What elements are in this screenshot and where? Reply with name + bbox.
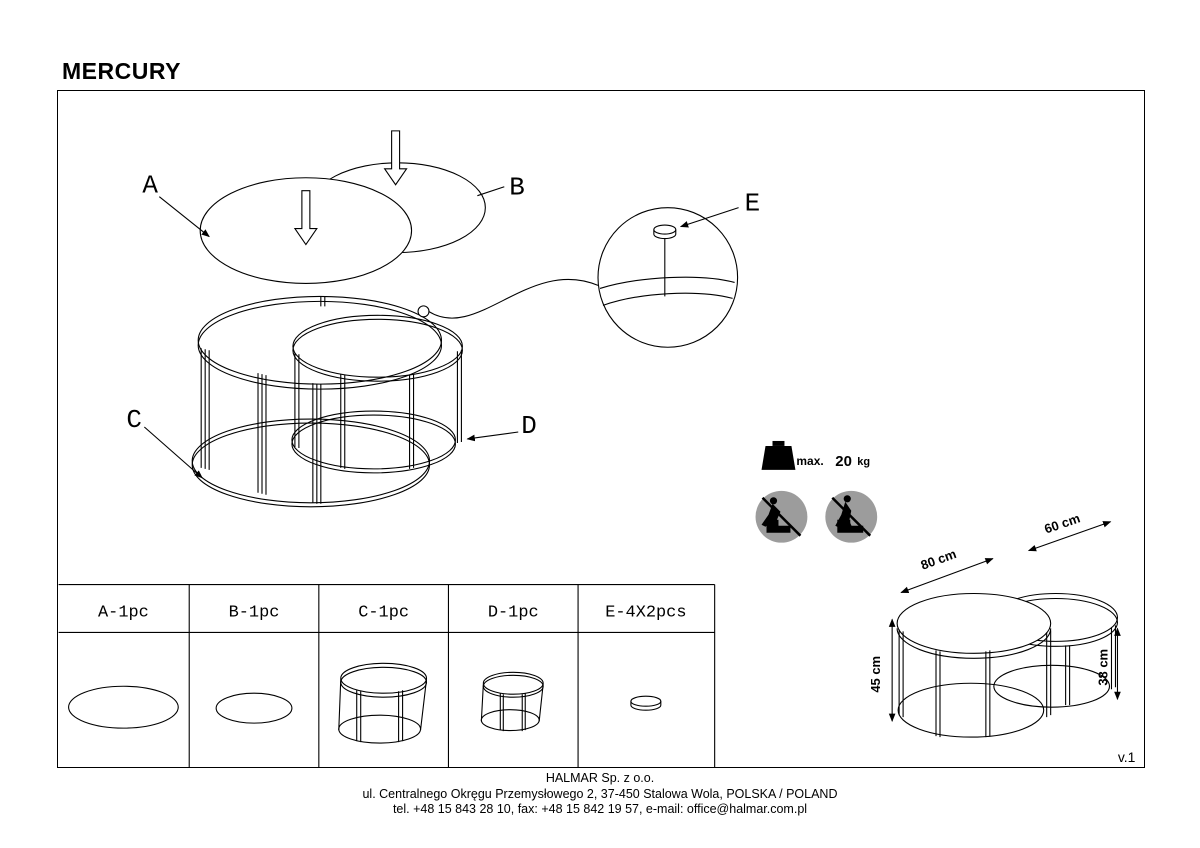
- label-part-a: A: [142, 171, 158, 201]
- part-d-thumbnail: [480, 671, 544, 732]
- detail-connector-line: [428, 278, 599, 319]
- dim-38cm-label: 38 cm: [1096, 649, 1111, 686]
- version-label: v.1: [1118, 749, 1136, 765]
- footer-company: HALMAR Sp. z o.o.: [545, 771, 655, 785]
- part-b-thumbnail: [215, 692, 293, 724]
- label-part-d: D: [521, 411, 537, 441]
- label-part-c: C: [126, 405, 142, 435]
- parts-col-e-header: E-4X2pcs: [605, 603, 686, 622]
- max-weight-value: 20: [835, 453, 852, 470]
- leader-line-a: [158, 196, 210, 238]
- down-arrow-b-icon: [383, 130, 408, 186]
- page-title: MERCURY: [62, 58, 181, 84]
- max-weight-icon: [761, 440, 796, 470]
- frame-assembly-drawing: [191, 295, 463, 508]
- footer: HALMAR Sp. z o.o. ul. Centralnego Okręgu…: [0, 771, 1200, 818]
- dim-45cm-label: 45 cm: [868, 656, 883, 693]
- arrow-60cm: [1027, 521, 1112, 552]
- footer-contact: tel. +48 15 843 28 10, fax: +48 15 842 1…: [392, 802, 808, 816]
- assembly-diagram: A B E C D max. 20 kg 80 cm 60 cm 45 cm 3…: [58, 130, 1136, 767]
- dim-60cm-label: 60 cm: [1042, 510, 1082, 536]
- parts-col-d-header: D-1pc: [488, 603, 539, 622]
- dim-80cm-label: 80 cm: [919, 546, 959, 573]
- no-climbing-icon: [825, 490, 878, 543]
- fastener-boss: [417, 305, 430, 318]
- max-weight-unit: kg: [857, 456, 870, 468]
- leader-line-d: [466, 431, 519, 442]
- arrow-80cm: [900, 558, 994, 594]
- down-arrow-a-icon: [293, 190, 318, 246]
- part-a-thumbnail: [68, 685, 179, 729]
- parts-col-b-header: B-1pc: [229, 603, 280, 622]
- parts-col-c-header: C-1pc: [358, 603, 409, 622]
- detail-circle: [597, 207, 739, 348]
- parts-col-a-header: A-1pc: [98, 603, 149, 622]
- footer-address: ul. Centralnego Okręgu Przemysłowego 2, …: [362, 786, 838, 801]
- parts-table-grid: [58, 583, 716, 767]
- no-standing-icon: [755, 490, 808, 543]
- diagram-box: A B E C D max. 20 kg 80 cm 60 cm 45 cm 3…: [57, 90, 1145, 768]
- leader-line-b: [477, 186, 505, 197]
- dimensions-diagram: [888, 521, 1121, 738]
- label-part-b: B: [509, 173, 525, 203]
- label-part-e: E: [745, 189, 761, 219]
- part-e-thumbnail: [630, 695, 662, 711]
- max-weight-prefix: max.: [796, 454, 823, 468]
- leader-line-e: [679, 207, 739, 228]
- part-c-thumbnail: [338, 662, 428, 744]
- cap-e-drawing: [653, 224, 677, 235]
